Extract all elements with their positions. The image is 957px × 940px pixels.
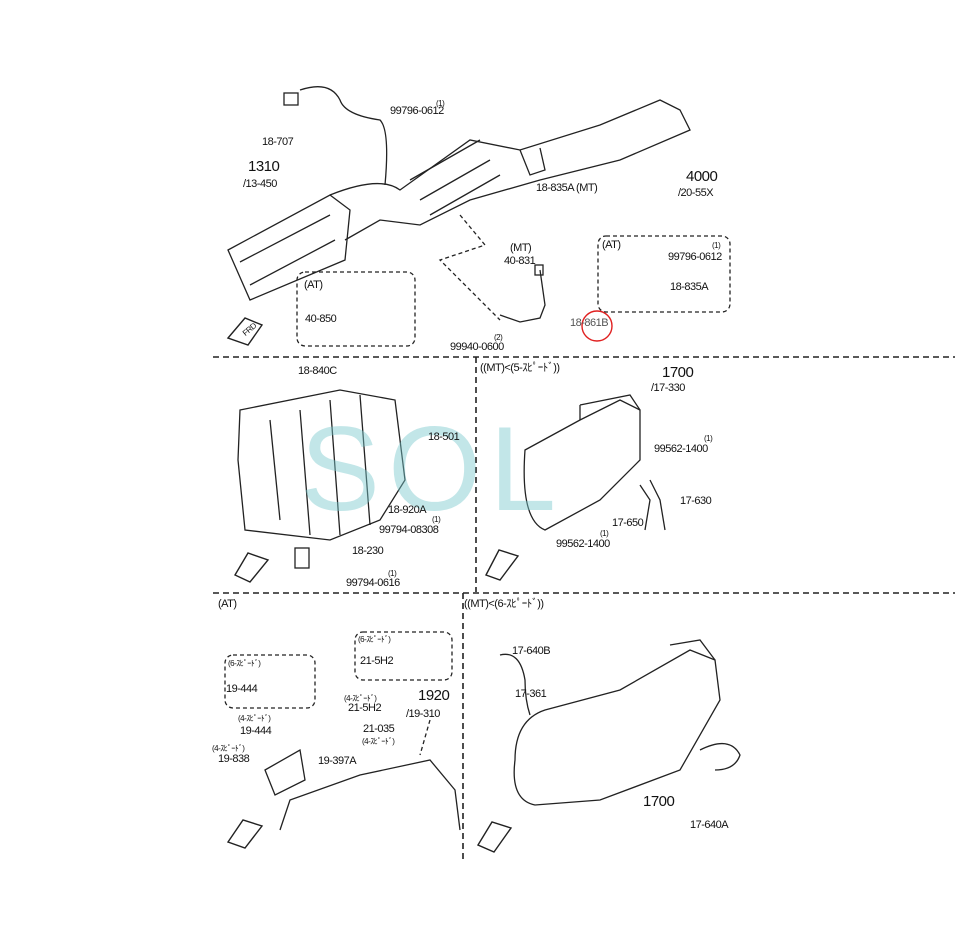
label-99562-1400: 99562-1400: [654, 443, 708, 455]
highlight-circle: [581, 310, 613, 342]
label-99796-0612-at: 99796-0612: [668, 251, 722, 263]
label-21-035: 21-035: [363, 723, 395, 735]
qty: (2): [494, 333, 503, 342]
fwd-arrows: [226, 317, 520, 853]
label-13-450: /13-450: [243, 178, 277, 190]
qty: (1): [600, 529, 609, 538]
qty: (1): [704, 434, 713, 443]
label-40-831: 40-831: [504, 255, 536, 267]
label-19-310: /19-310: [406, 708, 440, 720]
label-ref-1310: 1310: [248, 158, 280, 175]
label-mt-tag: (MT): [510, 242, 532, 254]
label-4-speed: (4-ｽﾋﾟｰﾄﾞ): [238, 714, 271, 723]
label-20-55X: /20-55X: [678, 187, 714, 199]
label-18-707: 18-707: [262, 136, 294, 148]
o2-sensor-rear: [499, 264, 546, 323]
label-18-835A: 18-835A: [670, 281, 709, 293]
section-dividers: [213, 356, 955, 860]
section-title-mt5: ((MT)<(5-ｽﾋﾟｰﾄﾞ)): [480, 362, 560, 374]
label-99794-0616: 99794-0616: [346, 577, 400, 589]
label-17-650: 17-650: [612, 517, 644, 529]
qty: (1): [436, 99, 445, 108]
label-ref-1920: 1920: [418, 687, 450, 704]
exhaust-assembly: [227, 86, 691, 301]
label-ref-1700-6speed: 1700: [643, 793, 675, 810]
dashed-callouts: [224, 214, 731, 709]
label-99562-1400-lower: 99562-1400: [556, 538, 610, 550]
label-6-speed: (6-ｽﾋﾟｰﾄﾞ): [358, 635, 391, 644]
qty: (1): [432, 515, 441, 524]
label-4-speed: (4-ｽﾋﾟｰﾄﾞ): [344, 694, 377, 703]
label-ref-1700: 1700: [662, 364, 694, 381]
at-transmission-bottom: [264, 719, 461, 831]
label-19-397A: 19-397A: [318, 755, 357, 767]
label-19-444-6speed: 19-444: [226, 683, 258, 695]
label-4-speed: (4-ｽﾋﾟｰﾄﾞ): [212, 744, 245, 753]
label-21-5H2: 21-5H2: [348, 702, 382, 714]
label-18-835A-mt: 18-835A (MT): [536, 182, 598, 194]
label-6-speed: (6-ｽﾋﾟｰﾄﾞ): [228, 659, 261, 668]
section-title-at: (AT): [218, 598, 237, 610]
section-title-mt6: ((MT)<(6-ｽﾋﾟｰﾄﾞ)): [464, 598, 544, 610]
qty: (1): [388, 569, 397, 578]
qty: (1): [712, 241, 721, 250]
label-18-230: 18-230: [352, 545, 384, 557]
label-17-640A: 17-640A: [690, 819, 729, 831]
label-17-630: 17-630: [680, 495, 712, 507]
label-18-840C: 18-840C: [298, 365, 337, 377]
label-19-444: 19-444: [240, 725, 272, 737]
label-19-838: 19-838: [218, 753, 250, 765]
label-17-640B: 17-640B: [512, 645, 551, 657]
label-99794-08308: 99794-08308: [379, 524, 439, 536]
label-40-850: 40-850: [305, 313, 337, 325]
label-at-tag: (AT): [304, 279, 323, 291]
label-18-920A: 18-920A: [388, 504, 427, 516]
engine-block: [237, 389, 406, 569]
label-18-861B: 18-861B: [570, 317, 609, 329]
label-17-330: /17-330: [651, 382, 685, 394]
label-18-501: 18-501: [428, 431, 460, 443]
label-17-361: 17-361: [515, 688, 547, 700]
watermark: SOL: [300, 402, 565, 536]
label-ref-4000: 4000: [686, 168, 718, 185]
label-21-5H2-6speed: 21-5H2: [360, 655, 394, 667]
mt6-transmission: [499, 639, 741, 806]
label-99940-0600: 99940-0600: [450, 341, 504, 353]
mt5-transmission: [523, 394, 666, 531]
label-at-tag-right: (AT): [602, 239, 621, 251]
label-4-speed: (4-ｽﾋﾟｰﾄﾞ): [362, 737, 395, 746]
label-99796-0612: 99796-0612: [390, 105, 444, 117]
